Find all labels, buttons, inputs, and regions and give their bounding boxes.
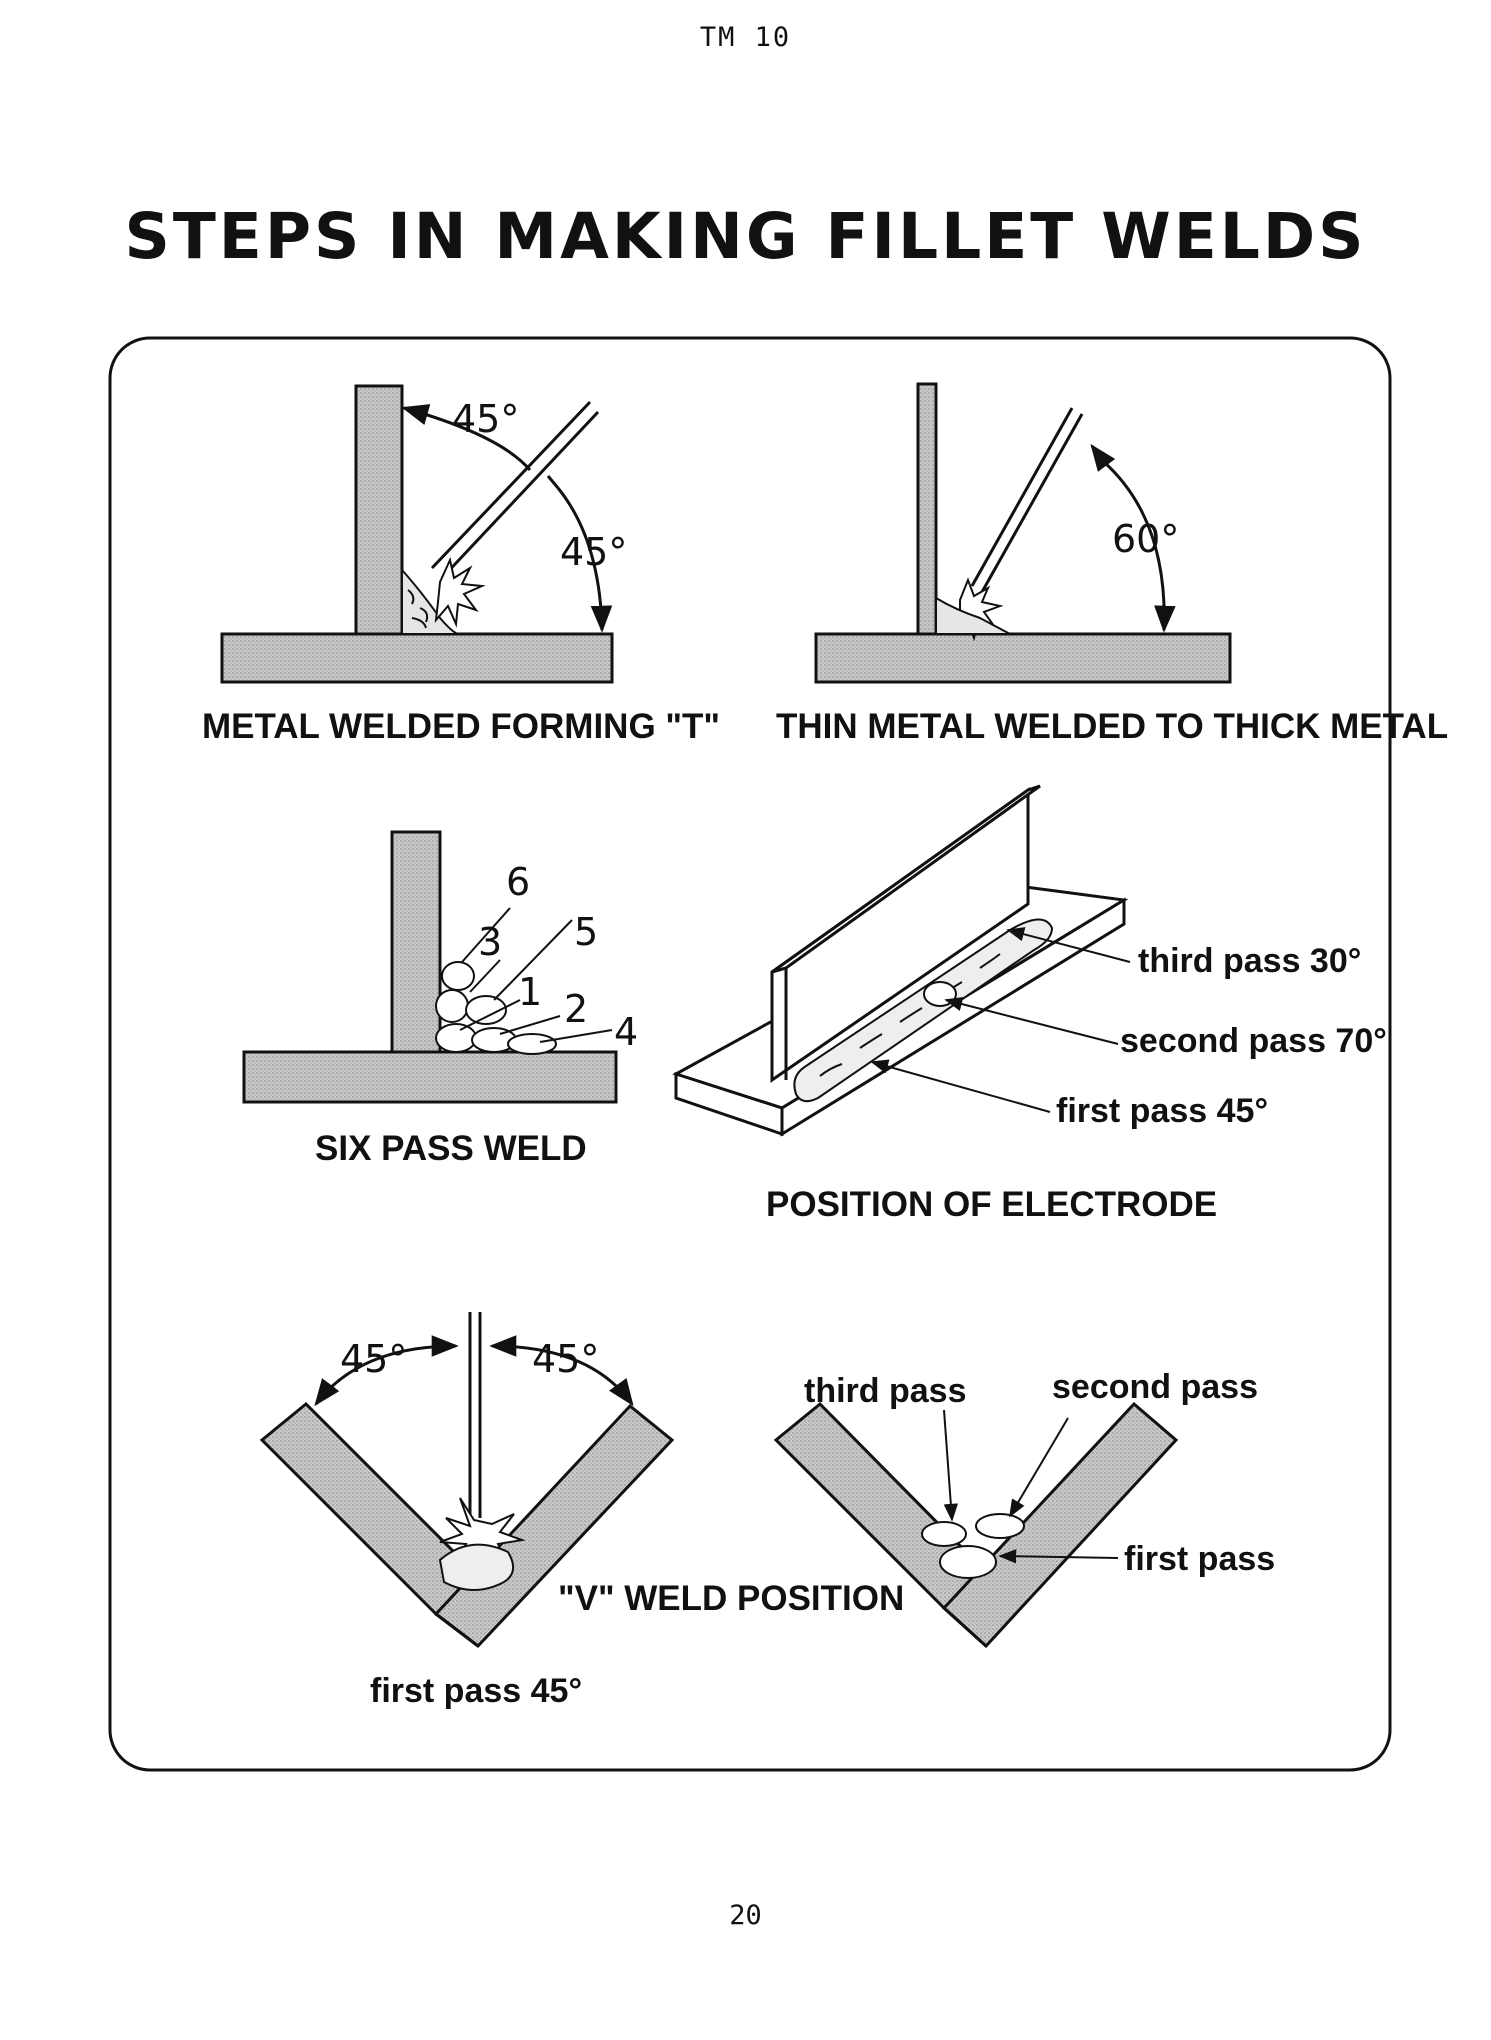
thin-vertical-plate (916, 382, 938, 636)
pass-number-3: 3 (478, 920, 502, 964)
v-first-pass-label-right: first pass (1124, 1540, 1275, 1578)
v-third-pass-label: third pass (804, 1372, 966, 1410)
arc-spark-icon (434, 556, 486, 628)
weld-passes (435, 961, 557, 1055)
thin-to-thick-diagram: 60° THIN METAL WELDED TO THICK METAL (776, 382, 1448, 746)
weld-bead (793, 918, 1054, 1103)
page-title: STEPS IN MAKING FILLET WELDS (124, 200, 1367, 273)
pass-number-1: 1 (518, 970, 542, 1014)
first-pass-label: first pass 45° (1056, 1092, 1268, 1130)
thick-base-plate (814, 632, 1232, 684)
thin-angle: 60° (1112, 517, 1179, 561)
v-angle-right: 45° (532, 1337, 599, 1381)
pass-number-2: 2 (564, 987, 588, 1031)
tee-caption: METAL WELDED FORMING "T" (202, 707, 720, 746)
page-number: 20 (729, 1900, 762, 1931)
page-header: TM 10 (699, 22, 792, 53)
six-pass-diagram: 6 3 5 1 2 4 SIX PASS WELD (242, 830, 638, 1168)
v-passes-diagram: third pass second pass first pass (773, 1368, 1275, 1649)
base-plate (220, 632, 614, 684)
electrode (980, 413, 1084, 593)
v-weld-caption: "V" WELD POSITION (558, 1579, 904, 1618)
position-caption: POSITION OF ELECTRODE (766, 1185, 1217, 1224)
second-pass-label: second pass 70° (1120, 1022, 1387, 1060)
left-plate (773, 1401, 989, 1611)
electrode (440, 410, 600, 580)
v-weld-diagram: 45° 45° "V" WELD POSITION first pass 45° (259, 1312, 904, 1710)
electrode-position-diagram: third pass 30° second pass 70° first pas… (672, 784, 1387, 1224)
v-first-pass-label: first pass 45° (370, 1672, 582, 1710)
six-pass-caption: SIX PASS WELD (315, 1129, 587, 1168)
vertical-plate (390, 830, 442, 1054)
pass-number-4: 4 (614, 1010, 638, 1054)
tee-angle-mid: 45° (560, 530, 627, 574)
pass-number-6: 6 (506, 860, 530, 904)
vertical-plate (354, 384, 404, 638)
tee-joint-diagram: 45° 45° METAL WELDED FORMING "T" (202, 384, 720, 746)
pass-number-5: 5 (574, 910, 598, 954)
third-pass-label: third pass 30° (1138, 942, 1361, 980)
thin-caption: THIN METAL WELDED TO THICK METAL (776, 707, 1448, 746)
v-second-pass-label: second pass (1052, 1368, 1258, 1406)
base-plate (242, 1050, 618, 1104)
tee-angle-top: 45° (452, 397, 519, 441)
diagram-frame (108, 336, 1392, 1772)
v-angle-left: 45° (340, 1337, 407, 1381)
